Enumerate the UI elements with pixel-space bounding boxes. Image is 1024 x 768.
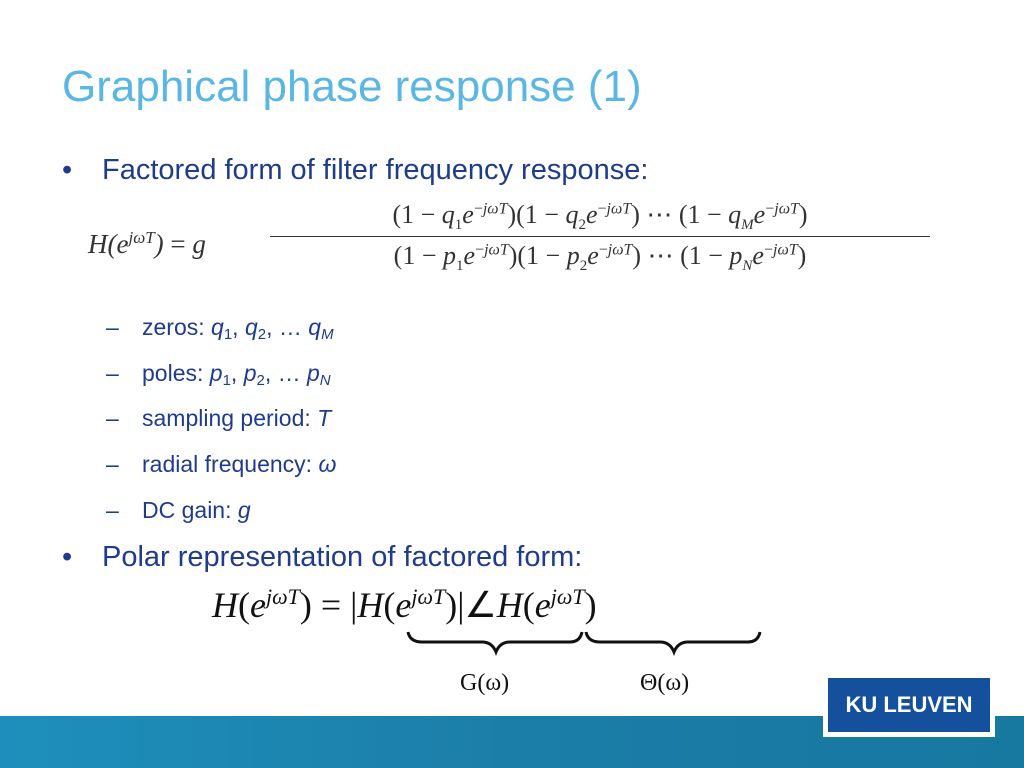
fraction-bar bbox=[270, 236, 930, 238]
subitem-zeros: –zeros: q1, q2, … qM bbox=[106, 314, 334, 343]
var: p bbox=[209, 360, 223, 386]
equation-denominator: (1 − p1e−jωT)(1 − p2e−jωT) ⋯ (1 − pNe−jω… bbox=[393, 241, 807, 275]
bullet-marker: • bbox=[62, 541, 73, 573]
subscript: 1 bbox=[222, 372, 231, 389]
dash-marker: – bbox=[106, 497, 119, 523]
subscript: 1 bbox=[223, 326, 233, 343]
underbrace-left bbox=[406, 631, 584, 657]
dash-marker: – bbox=[106, 314, 119, 340]
var: g bbox=[237, 497, 251, 523]
factored-form-equation: H(ejωT) = g (1 − q1e−jωT)(1 − q2e−jωT) ⋯… bbox=[88, 200, 930, 292]
ellipsis: , … bbox=[266, 314, 309, 340]
subscript: 2 bbox=[257, 326, 267, 343]
bullet-text: Factored form of filter frequency respon… bbox=[102, 154, 649, 186]
equation-fraction: (1 − q1e−jωT)(1 − q2e−jωT) ⋯ (1 − qMe−jω… bbox=[270, 200, 930, 275]
subitem-label: sampling period: bbox=[142, 405, 318, 431]
bullet-factored-form: • Factored form of filter frequency respo… bbox=[62, 154, 648, 187]
equation-numerator: (1 − q1e−jωT)(1 − q2e−jωT) ⋯ (1 − qMe−jω… bbox=[392, 200, 808, 234]
ellipsis: , … bbox=[264, 360, 307, 386]
subitem-label: radial frequency: bbox=[142, 451, 319, 477]
dash-marker: – bbox=[106, 405, 119, 431]
var: q bbox=[244, 314, 258, 340]
subitem-poles: –poles: p1, p2, … pN bbox=[106, 360, 331, 389]
subscript: M bbox=[321, 326, 334, 343]
subscript: N bbox=[319, 372, 331, 389]
subitem-dc-gain: –DC gain: g bbox=[106, 497, 251, 524]
bullet-text: Polar representation of factored form: bbox=[102, 541, 583, 573]
ku-leuven-logo: KU LEUVEN bbox=[828, 678, 990, 732]
dash-marker: – bbox=[106, 451, 119, 477]
subitem-radial-frequency: –radial frequency: ω bbox=[106, 451, 336, 478]
var: p bbox=[307, 360, 320, 386]
label-g-omega: G(ω) bbox=[460, 670, 510, 696]
var: p bbox=[243, 360, 257, 386]
underbrace-right bbox=[584, 631, 762, 657]
label-theta-omega: Θ(ω) bbox=[640, 670, 690, 696]
slide-title: Graphical phase response (1) bbox=[62, 62, 642, 111]
underbraces bbox=[406, 631, 762, 657]
subitem-label: poles: bbox=[142, 360, 210, 386]
polar-expression: H(ejωT) = |H(ejωT)|∠H(ejωT) bbox=[212, 584, 597, 625]
bullet-marker: • bbox=[62, 154, 73, 186]
dash-marker: – bbox=[106, 360, 119, 386]
polar-form-equation: H(ejωT) = |H(ejωT)|∠H(ejωT) G(ω) Θ(ω) bbox=[212, 584, 772, 704]
subscript: 2 bbox=[256, 372, 265, 389]
bullet-polar-representation: • Polar representation of factored form: bbox=[62, 541, 582, 574]
subitem-sampling-period: –sampling period: T bbox=[106, 405, 331, 432]
equation-lhs: H(ejωT) = g bbox=[88, 228, 206, 259]
var: T bbox=[317, 405, 332, 431]
var: q bbox=[211, 314, 224, 340]
subitem-label: DC gain: bbox=[142, 497, 238, 523]
var: q bbox=[308, 314, 322, 340]
var: ω bbox=[318, 451, 337, 477]
subitem-label: zeros: bbox=[142, 314, 212, 340]
